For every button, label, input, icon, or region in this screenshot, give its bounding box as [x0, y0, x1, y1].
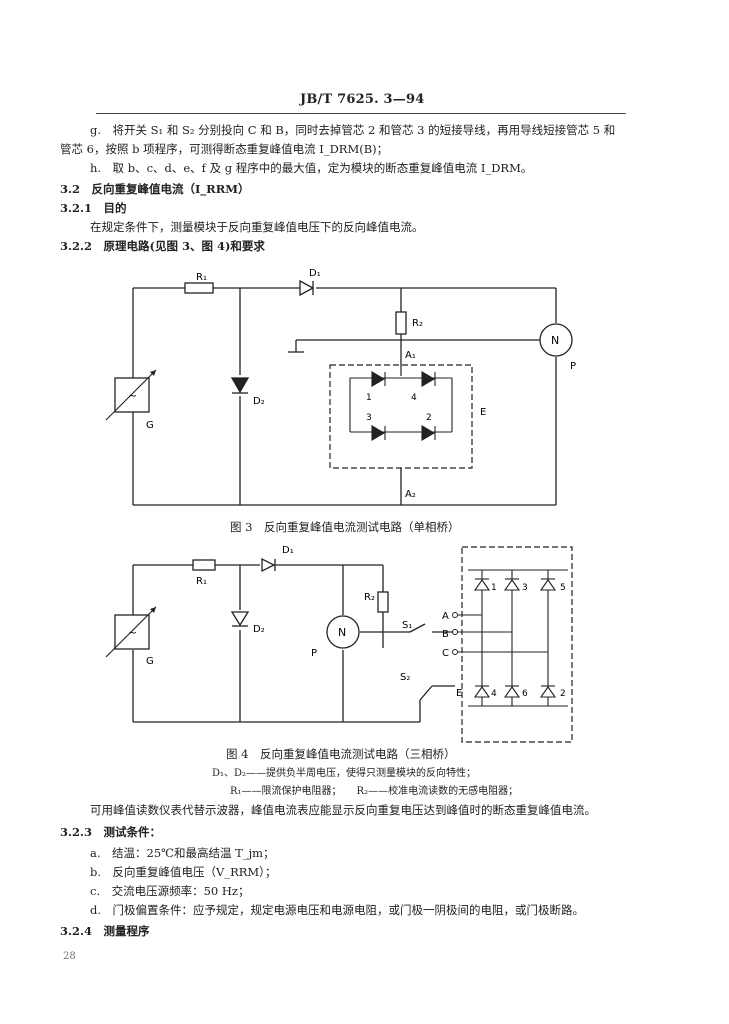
fig4-label-n5: 5	[560, 583, 566, 593]
fig4-label-e: E	[456, 688, 462, 699]
section-3-2-1-heading: 3.2.1 目的	[60, 201, 127, 215]
fig3-label-e: E	[480, 407, 486, 418]
figure-note-2: R₁——限流保护电阻器； R₂——校准电流读数的无感电阻器；	[230, 786, 519, 797]
fig3-label-d2: D₂	[253, 396, 265, 407]
condition-a: a. 结温：25℃和最高结温 T_jm；	[90, 846, 275, 860]
resistor-r2	[395, 311, 407, 335]
fig4-label-n1: 1	[491, 583, 497, 593]
generator-g	[114, 377, 150, 413]
fig4-meter-n	[326, 615, 360, 649]
fig3-label-r2: R₂	[412, 318, 423, 329]
fig4-label-s1: S₁	[402, 620, 412, 631]
page-number: 28	[63, 951, 76, 962]
meter-n	[539, 323, 573, 357]
fig3-label-a2: A₂	[405, 489, 416, 500]
fig3-label-n: N	[551, 334, 559, 347]
figure-3-caption: 图 3 反向重复峰值电流测试电路（单相桥）	[230, 520, 460, 534]
fig4-label-r1: R₁	[196, 576, 207, 587]
fig4-label-n6: 6	[522, 689, 528, 699]
document-header: JB/T 7625. 3—94	[300, 92, 425, 107]
fig4-label-d2: D₂	[253, 624, 265, 635]
fig3-label-tilde: ~	[128, 389, 137, 402]
fig3-label-d1: D₁	[309, 268, 321, 279]
para-h: h. 取 b、c、d、e、f 及 g 程序中的最大值，定为模块的断态重复峰值电流…	[90, 161, 533, 175]
header-rule	[96, 113, 626, 114]
fig4-label-n3: 3	[522, 583, 528, 593]
fig3-label-g: G	[146, 420, 154, 431]
resistor-r1	[184, 282, 214, 294]
fig3-label-n4: 4	[411, 393, 417, 403]
fig3-label-p: P	[570, 361, 576, 372]
fig3-label-n3: 3	[366, 413, 372, 423]
para-g-line1: g. 将开关 S₁ 和 S₂ 分别投向 C 和 B，同时去掉管芯 2 和管芯 3…	[90, 123, 616, 137]
fig4-resistor-r1	[192, 559, 216, 571]
section-3-2-2-heading: 3.2.2 原理电路(见图 3、图 4)和要求	[60, 239, 265, 253]
fig4-label-b: B	[442, 629, 449, 640]
fig3-label-n2: 2	[426, 413, 432, 423]
fig3-label-n1: 1	[366, 393, 372, 403]
condition-c: c. 交流电压源频率：50 Hz；	[90, 884, 250, 898]
fig4-label-n4: 4	[491, 689, 497, 699]
fig4-label-a: A	[442, 611, 449, 622]
module-box	[329, 364, 473, 469]
diode-d1	[299, 279, 315, 297]
section-3-2-4-heading: 3.2.4 测量程序	[60, 924, 150, 938]
fig4-label-n2: 2	[560, 689, 566, 699]
fig4-label-p: P	[311, 648, 317, 659]
fig4-label-d1: D₁	[282, 545, 294, 556]
diode-d2	[230, 377, 250, 394]
fig4-label-g: G	[146, 656, 154, 667]
fig4-label-r2: R₂	[364, 592, 375, 603]
body-text-peak: 可用峰值读数仪表代替示波器，峰值电流表应能显示反向重复电压达到峰值时的断态重复峰…	[90, 803, 596, 817]
condition-d: d. 门极偏置条件：应予规定，规定电源电压和电源电阻，或门极一阴极间的电阻，或门…	[90, 903, 585, 917]
fig3-label-a1: A₁	[405, 350, 416, 361]
fig4-resistor-r2	[377, 591, 389, 613]
fig4-generator-g	[114, 614, 150, 650]
figure-4-caption: 图 4 反向重复峰值电流测试电路（三相桥）	[226, 747, 456, 761]
para-g-line2: 管芯 6，按照 b 项程序，可测得断态重复峰值电流 I_DRM(B)；	[60, 142, 389, 156]
section-3-2-1-body: 在规定条件下，测量模块于反向重复峰值电压下的反向峰值电流。	[90, 220, 424, 234]
section-3-2-heading: 3.2 反向重复峰值电流（I_RRM）	[60, 182, 250, 196]
fig4-label-tilde: ~	[128, 626, 137, 639]
fig4-label-s2: S₂	[400, 672, 410, 683]
section-3-2-3-heading: 3.2.3 测试条件：	[60, 825, 162, 839]
fig4-label-n: N	[338, 626, 346, 639]
fig3-label-r1: R₁	[196, 272, 207, 283]
figure-note-1: D₁、D₂——提供负半周电压，使得只测量模块的反向特性；	[212, 768, 477, 779]
fig4-label-c: C	[442, 648, 449, 659]
condition-b: b. 反向重复峰值电压（V_RRM）；	[90, 865, 277, 879]
